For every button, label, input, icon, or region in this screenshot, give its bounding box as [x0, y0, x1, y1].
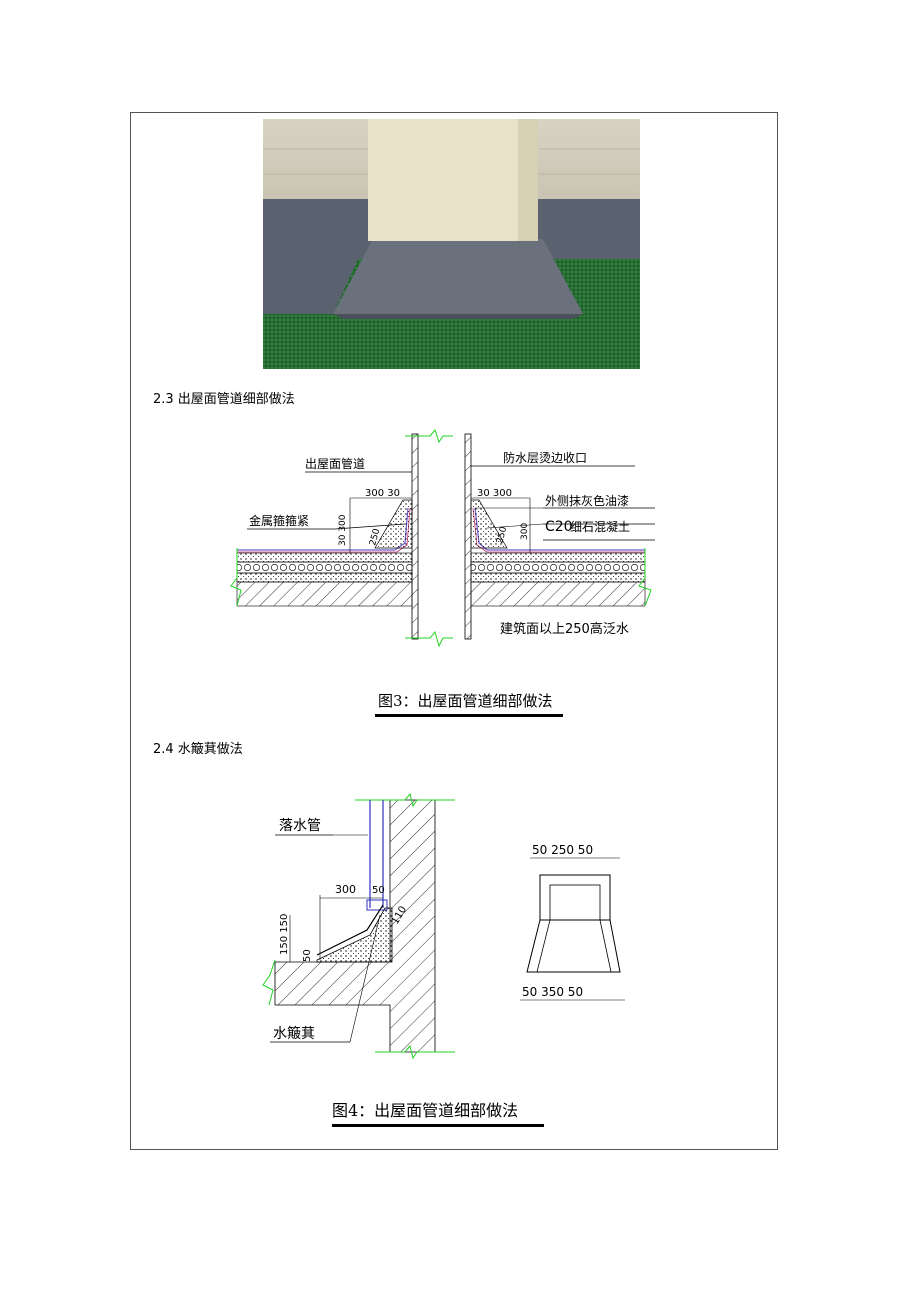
dim-150-150: 150 150: [279, 914, 290, 955]
roof-pipe-photo: [263, 119, 640, 369]
dim-right: 30 300: [477, 488, 512, 499]
dim-left: 300 30: [365, 488, 400, 499]
label-flood: 建筑面以上250高泛水: [500, 621, 629, 637]
dim-250-left: 250: [368, 527, 382, 546]
content-frame: [130, 112, 778, 1150]
label-paint: 外侧抹灰色油漆: [545, 494, 629, 508]
label-concrete-grade: C20: [545, 519, 573, 535]
dim-50-top: 50: [372, 885, 385, 896]
dim-300: 300: [335, 883, 356, 896]
dim-right-vertical: 300: [520, 523, 530, 540]
dim-left-vertical: 30 300: [338, 514, 348, 546]
dim-250-right: 250: [495, 525, 509, 544]
label-clamp: 金属箍箍紧: [249, 513, 309, 528]
section-heading-2-4: 2.4 水簸萁做法: [153, 742, 243, 757]
dim-plan-top: 50 250 50: [532, 843, 593, 857]
label-concrete-name: 细石混凝土: [570, 519, 630, 534]
label-pipe: 出屋面管道: [305, 456, 365, 471]
figure-3-caption: 图3：出屋面管道细部做法: [378, 692, 553, 710]
figure-4-caption: 图4：出屋面管道细部做法: [332, 1101, 519, 1120]
dim-50-left: 50: [302, 949, 313, 962]
figure-3-underline: [375, 714, 563, 717]
water-basin-detail-drawing: 落水管 水簸萁 300 50 150 150 50 110 50 250 50 …: [262, 792, 625, 1060]
label-edge-seal: 防水层烫边收口: [503, 450, 587, 465]
dim-plan-bottom: 50 350 50: [522, 985, 583, 999]
roof-pipe-detail-drawing: 出屋面管道 防水层烫边收口 金属箍箍紧 外侧抹灰色油漆 C20 细石混凝土 建筑…: [230, 428, 655, 648]
label-downpipe: 落水管: [279, 818, 321, 834]
section-heading-2-3: 2.3 出屋面管道细部做法: [153, 392, 295, 407]
figure-4-underline: [332, 1124, 544, 1127]
label-water-basin: 水簸萁: [273, 1025, 315, 1042]
